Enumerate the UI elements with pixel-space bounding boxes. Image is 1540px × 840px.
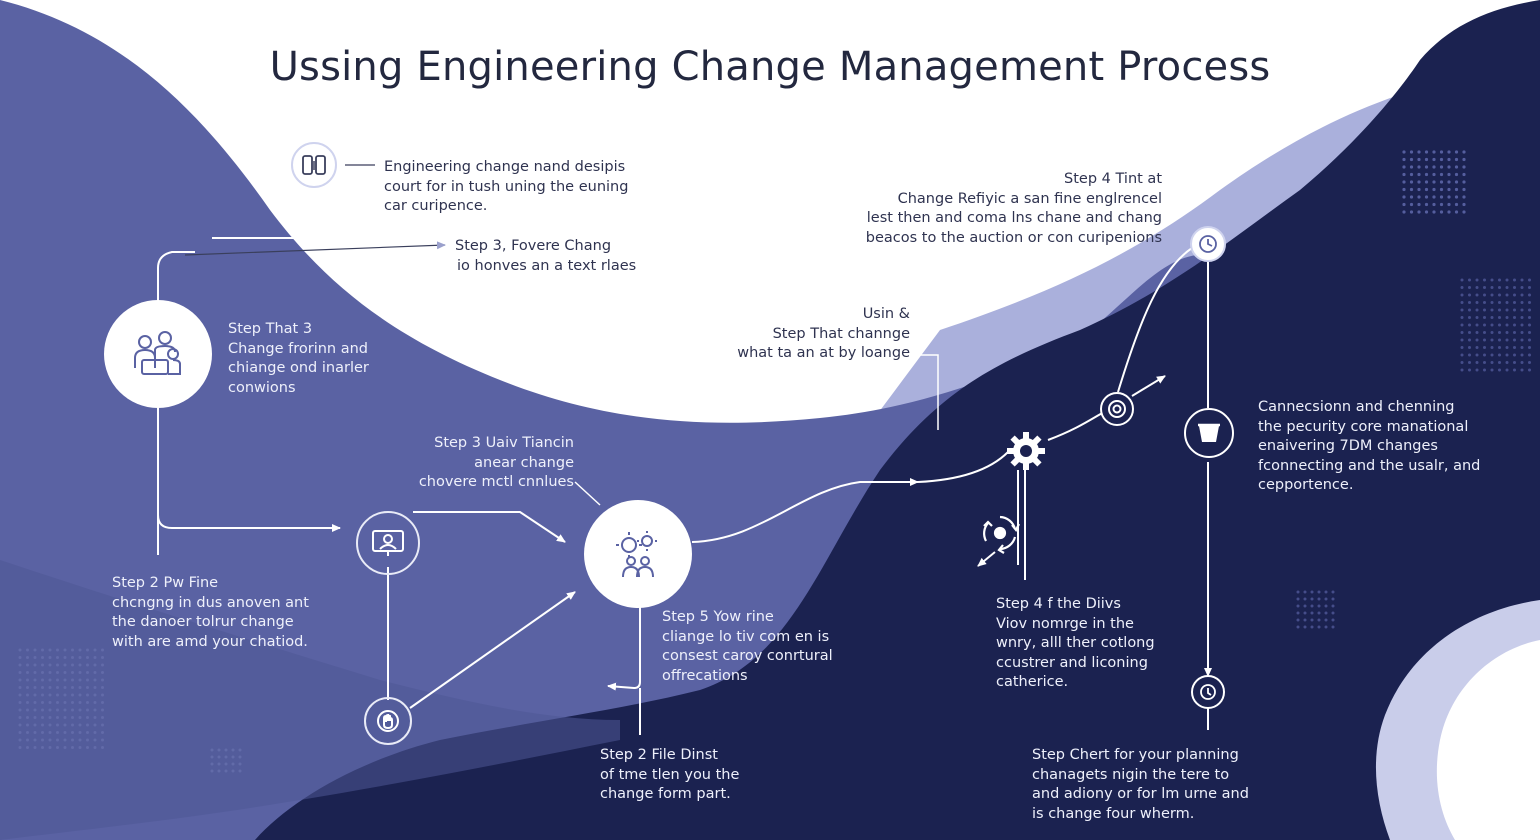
connection-text: Cannecsionn and chenning the pecurity co… (1258, 399, 1481, 493)
step-that-3-text: Step That 3 Change frorinn and chiange o… (228, 321, 369, 396)
target-icon (1100, 392, 1134, 426)
top-note-text: Engineering change nand desipis court fo… (384, 159, 629, 214)
step-2-file-text: Step 2 File Dinst of tme tlen you the ch… (600, 747, 740, 802)
recycle-icon (976, 510, 1024, 556)
gear-icon (1003, 428, 1049, 474)
page-title: Ussing Engineering Change Management Pro… (269, 44, 1271, 90)
gears-people-icon (584, 500, 692, 608)
presentation-icon (356, 511, 420, 575)
step-3-uaiv-text: Step 3 Uaiv Tiancin anear change chovere… (418, 435, 574, 490)
step-2-fine-text: Step 2 Pw Fine chcngng in dus anoven ant… (112, 575, 309, 650)
timer-icon (1191, 675, 1225, 709)
step-4-tint-text: Step 4 Tint at Change Refiyic a san fine… (865, 171, 1162, 246)
step-forever-text: Step 3, Fovere Chang io honves an a text… (455, 238, 637, 274)
people-icon (104, 300, 212, 408)
step-chert-text: Step Chert for your planning chanagets n… (1032, 747, 1249, 822)
step-4-diivs-text: Step 4 f the Diivs Viov nomrge in the wn… (996, 596, 1155, 690)
step-5-text: Step 5 Yow rine cliange lo tiv com en is… (662, 609, 833, 684)
usin-text: Usin & Step That channge what ta an at b… (737, 306, 910, 361)
hand-icon (364, 697, 412, 745)
clock-icon (1190, 226, 1226, 262)
document-icon (291, 142, 337, 188)
box-icon (1184, 408, 1234, 458)
